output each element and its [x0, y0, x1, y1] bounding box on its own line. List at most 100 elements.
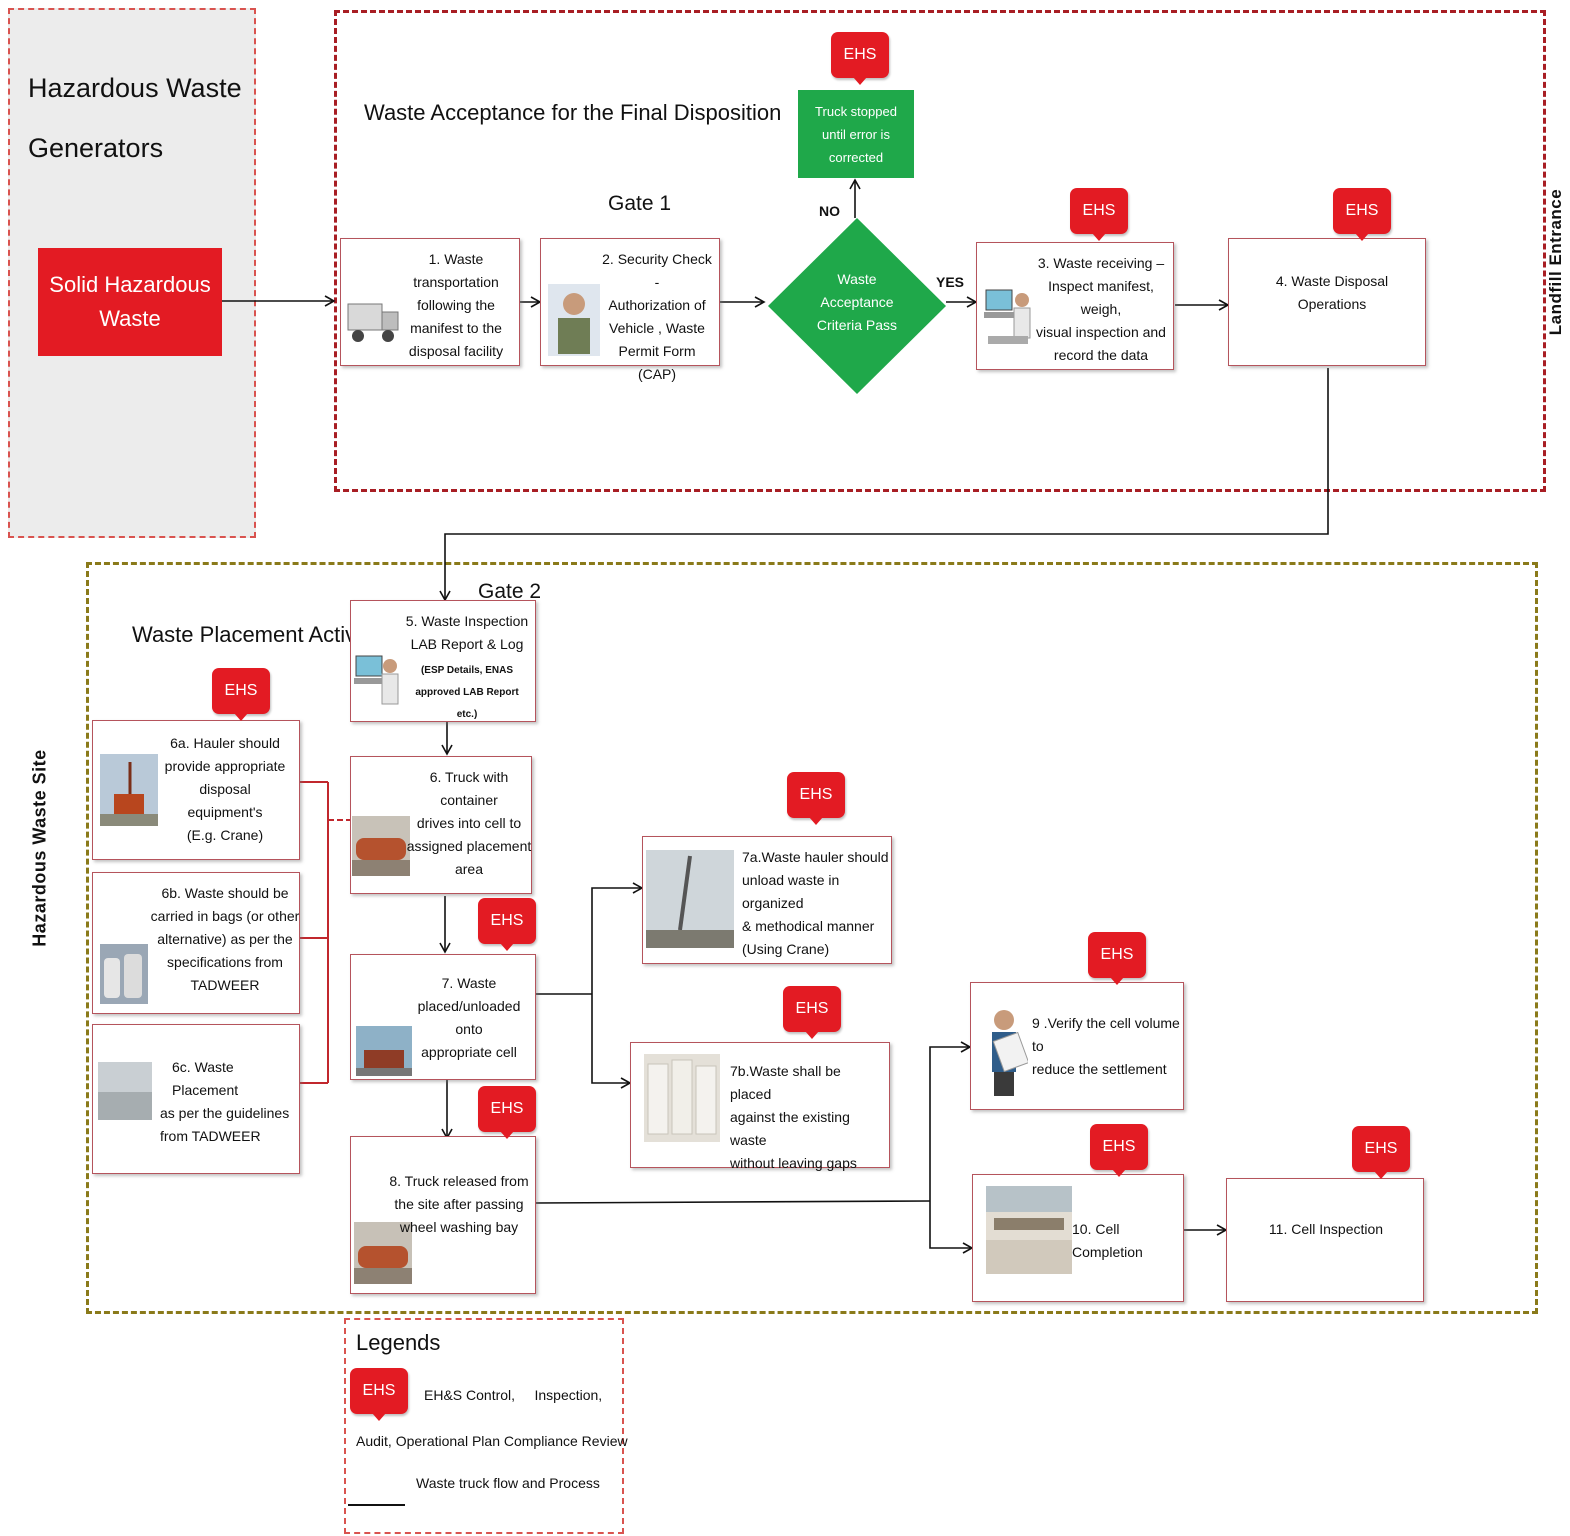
- truck-stopped-box: Truck stopped until error is corrected: [798, 90, 914, 178]
- ehs-badge-6a: EHS: [212, 668, 270, 721]
- placement-cell-photo: [98, 1062, 152, 1120]
- step-6b-text: 6b. Waste should be carried in bags (or …: [150, 882, 300, 997]
- step-6c-text: 6c. Waste Placement as per the guideline…: [150, 1056, 290, 1148]
- solid-waste-line1: Solid Hazardous: [49, 272, 211, 297]
- step-5-line1: 5. Waste Inspection: [405, 613, 529, 629]
- step-6c-line3: from TADWEER: [160, 1128, 261, 1144]
- step-8-line1: 8. Truck released from: [389, 1173, 529, 1189]
- crane-equipment-photo: [100, 754, 158, 826]
- solid-waste-line2: Waste: [99, 306, 161, 331]
- step-9-line1: 9 .Verify the cell volume to: [1032, 1015, 1180, 1054]
- legend-title: Legends: [356, 1330, 441, 1355]
- arrow-to-7a: [591, 882, 644, 994]
- decision-no-label: NO: [819, 203, 840, 219]
- ehs-badge-step11: EHS: [1352, 1126, 1410, 1179]
- step-7b-text: 7b.Waste shall be placed against the exi…: [730, 1060, 880, 1175]
- ehs-badge-step9: EHS: [1088, 932, 1146, 985]
- decision-yes-label: YES: [936, 274, 965, 290]
- line-step8-out: [534, 1200, 931, 1204]
- step-7-text: 7. Waste placed/unloaded onto appropriat…: [404, 972, 534, 1064]
- ehs-badge-step4: EHS: [1333, 188, 1391, 241]
- generators-title-line1: Hazardous Waste: [28, 73, 242, 103]
- generators-title-line2: Generators: [28, 133, 164, 163]
- ehs-badge-7a: EHS: [787, 772, 845, 825]
- ehs-badge-7b: EHS: [783, 986, 841, 1039]
- generators-title: Hazardous Waste Generators: [28, 58, 242, 178]
- container-truck-photo: [352, 816, 410, 876]
- truck-leaving-photo: [354, 1222, 412, 1284]
- step-6a-line3: disposal equipment's: [187, 781, 263, 820]
- arrow-to-7b: [591, 994, 632, 1089]
- step-6c-line2: as per the guidelines: [160, 1105, 290, 1121]
- legend-ehs-badge: EHS: [350, 1368, 408, 1421]
- waste-bags-photo: [100, 944, 148, 1004]
- step-7-line1: 7. Waste: [441, 975, 497, 991]
- step-7-line3: appropriate cell: [421, 1044, 517, 1060]
- step-7a-line4: (Using Crane): [742, 941, 830, 957]
- step-7a-line3: & methodical manner: [742, 918, 875, 934]
- step-6-text: 6. Truck with container drives into cell…: [402, 766, 536, 881]
- step-5-note: (ESP Details, ENAS approved LAB Report e…: [408, 660, 526, 726]
- step-6b-line2: carried in bags (or other: [150, 908, 300, 924]
- step-6c-line1: 6c. Waste Placement: [172, 1059, 239, 1098]
- step-5-line2: LAB Report & Log: [410, 636, 524, 652]
- step-6b-line3: alternative) as per the: [157, 931, 293, 947]
- arrow-to-step10: [929, 1201, 974, 1254]
- acceptance-decision-diamond: [768, 218, 946, 394]
- step-6-line1: 6. Truck with container: [429, 769, 509, 808]
- step-4-box: [1228, 238, 1426, 366]
- decision-line1: Waste: [837, 271, 877, 287]
- step-7b-line1: 7b.Waste shall be placed: [730, 1063, 841, 1102]
- worker-icon: [992, 1010, 1028, 1096]
- step-6a-line2: provide appropriate: [164, 758, 286, 774]
- legend-zone: [344, 1318, 624, 1534]
- hazardous-waste-site-zone: [86, 562, 1538, 1314]
- truck-stopped-line1: Truck stopped: [815, 103, 897, 119]
- step-7a-line2: unload waste in organized: [742, 872, 840, 911]
- step-9-text: 9 .Verify the cell volume to reduce the …: [1032, 1012, 1182, 1081]
- step-5-note-line1: (ESP Details, ENAS: [420, 665, 514, 676]
- ehs-badge-step3: EHS: [1070, 188, 1128, 241]
- acceptance-section-title: Waste Acceptance for the Final Dispositi…: [364, 100, 782, 125]
- legend-ehs-desc: EH&S Control, Inspection,: [424, 1387, 603, 1403]
- step-6b-line5: TADWEER: [190, 977, 260, 993]
- step-3-text: 3. Waste receiving – Inspect manifest, w…: [1028, 252, 1174, 367]
- step-3-line2: Inspect manifest, weigh,: [1048, 278, 1154, 317]
- legend-line-desc: Waste truck flow and Process: [416, 1475, 600, 1491]
- truck-icon: [347, 303, 399, 342]
- step-4-line2: Operations: [1297, 296, 1367, 312]
- step-6a-text: 6a. Hauler should provide appropriate di…: [160, 732, 290, 847]
- sub-step-bracket: [300, 781, 350, 1084]
- step-7-line2: placed/unloaded onto: [417, 998, 521, 1037]
- step-1-line2: following the: [417, 297, 495, 313]
- crane-unloading-photo: [646, 850, 734, 948]
- step-3-line4: record the data: [1053, 347, 1149, 363]
- step-6-line2: drives into cell to: [416, 815, 522, 831]
- step-6-line4: area: [454, 861, 484, 877]
- security-guard-icon: [548, 284, 600, 356]
- ehs-badge-step8: EHS: [478, 1086, 536, 1139]
- step-4-text: 4. Waste Disposal Operations: [1262, 270, 1402, 316]
- solid-hazardous-waste-box: Solid Hazardous Waste: [38, 248, 222, 356]
- step-10-text: 10. Cell Completion: [1072, 1221, 1143, 1260]
- step-7a-text: 7a.Waste hauler should unload waste in o…: [742, 846, 890, 961]
- step-4-line1: 4. Waste Disposal: [1275, 273, 1389, 289]
- step-1-line3: manifest to the: [410, 320, 502, 336]
- arrow-step4-to-step5: [439, 368, 1329, 602]
- step-2-line4: Permit Form (CAP): [618, 343, 696, 382]
- completed-cell-photo: [986, 1186, 1072, 1274]
- step-2-line2: Authorization of: [608, 297, 706, 313]
- gate-1-label: Gate 1: [608, 192, 672, 215]
- step-1-line1: 1. Waste transportation: [413, 251, 499, 290]
- decision-line2: Acceptance: [820, 294, 894, 310]
- step-1-box: [340, 238, 520, 366]
- step-7b-line2: against the existing waste: [730, 1109, 850, 1148]
- step-11-box: [1226, 1178, 1424, 1302]
- step-1-line4: disposal facility: [408, 343, 504, 359]
- truck-stopped-line2: until error is: [822, 126, 890, 142]
- computer-operator-icon: [984, 289, 1031, 344]
- arrow-to-step9: [929, 1041, 972, 1201]
- step-2-text: 2. Security Check - Authorization of Veh…: [598, 248, 716, 386]
- legend-ehs-desc2: Audit, Operational Plan Compliance Revie…: [356, 1433, 628, 1449]
- step-8-line2: the site after passing: [394, 1196, 524, 1212]
